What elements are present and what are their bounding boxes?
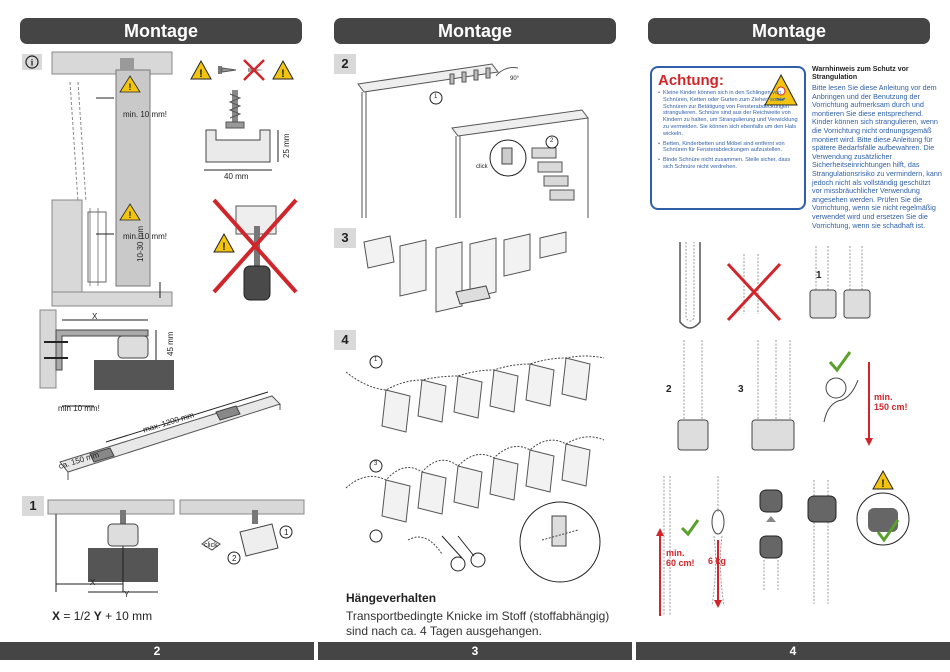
step3-hanger-drawing — [363, 231, 567, 313]
bracket-side-drawing — [39, 309, 174, 407]
chain-loop-drawing — [679, 242, 701, 329]
rail-drawing — [59, 391, 281, 480]
circle1-step4-label: 1 — [374, 357, 378, 363]
height-arrow-150-icon — [865, 362, 873, 446]
chain-guide-3-drawing — [751, 340, 795, 451]
hang-title: Hängeverhalten — [346, 591, 437, 605]
svg-text:!: ! — [281, 68, 285, 80]
chain-hang-drawing — [656, 476, 671, 616]
info-icon: i — [22, 54, 42, 70]
kg6-label: 6 kg — [708, 556, 727, 566]
click-label: click — [204, 542, 218, 549]
no-tie-drawing — [726, 254, 782, 322]
page-number-middle: 3 — [318, 642, 632, 660]
no-screw-icon — [243, 59, 265, 81]
step1-mounting-drawing — [47, 499, 175, 593]
child-reach-drawing — [823, 377, 859, 423]
svg-text:!: ! — [129, 82, 132, 92]
min10-bottom-label: min. 10 mm! — [123, 232, 168, 241]
n3-label: 3 — [738, 384, 744, 395]
n2-label: 2 — [666, 384, 672, 395]
step4-chain-drawing — [345, 355, 605, 583]
warning-box: Achtung: Kleine Kinder können sich in de… — [650, 66, 806, 210]
dim-x-bracket-label: X — [92, 312, 98, 321]
connector-closed-drawing — [807, 480, 837, 604]
warning-item: Betten, Kinderbetten und Möbel sind entf… — [658, 141, 798, 155]
note-body: Bitte lesen Sie diese Anleitung vor dem … — [812, 83, 942, 230]
step-1-badge: 1 — [22, 496, 44, 516]
profile-screw-drawing — [204, 90, 279, 171]
svg-text:!: ! — [222, 241, 226, 253]
min60-label: min. 60 cm! — [666, 548, 695, 568]
svg-text:!: ! — [199, 68, 203, 80]
page-number-right: 4 — [636, 642, 950, 660]
warning-title: Achtung: — [658, 72, 724, 89]
header-right: Montage — [648, 18, 930, 44]
dim-25-label: 25 mm — [282, 133, 291, 158]
min10-top-label: min. 10 mm! — [123, 110, 168, 119]
header-left: Montage — [20, 18, 302, 44]
dim-40-label: 40 mm — [224, 172, 249, 181]
chain-guide-1-drawing — [809, 246, 871, 319]
formula: X = 1/2 Y + 10 mm — [52, 609, 153, 623]
page-number-left: 2 — [0, 642, 314, 660]
caution-icon: ! — [872, 469, 894, 490]
angle-label: 90° — [510, 76, 520, 82]
hang-text: Transportbedingte Knicke im Stoff (stoff… — [346, 609, 610, 638]
checkmark-icon — [828, 351, 852, 373]
step-4-badge: 4 — [334, 330, 356, 350]
screw-icon — [218, 66, 237, 74]
chain-guide-2-drawing — [677, 340, 709, 451]
svg-text:!: ! — [881, 478, 885, 490]
warning-item: Kleine Kinder können sich in den Schling… — [658, 90, 798, 138]
caution-icon: ! — [272, 59, 294, 80]
dim-45-label: 45 mm — [166, 331, 175, 356]
note-title: Warnhinweis zum Schutz vor Strangulation — [812, 66, 909, 81]
connector-assembly-drawing — [759, 489, 783, 590]
click-label-mid: click — [476, 164, 488, 170]
svg-text:!: ! — [129, 210, 132, 220]
step1-click-drawing — [179, 499, 305, 565]
x-label: X — [90, 578, 96, 587]
step-3-badge: 3 — [334, 228, 356, 248]
num2-label: 2 — [232, 554, 237, 563]
min10-bracket-label: min 10 mm! — [58, 404, 100, 413]
weight-connector-drawing — [711, 476, 725, 608]
y-label: Y — [124, 590, 130, 599]
header-middle: Montage — [334, 18, 616, 44]
circle3-step4-label: 3 — [374, 461, 378, 467]
no-drill-drawing: ! — [212, 198, 298, 301]
caution-icon: ! — [190, 59, 212, 80]
connector-detail-drawing — [856, 492, 910, 546]
step-2-badge: 2 — [334, 54, 356, 74]
warning-item: Binde Schnüre nicht zusammen. Stelle sic… — [658, 157, 798, 171]
checkmark-icon — [680, 519, 700, 537]
n1-label: 1 — [816, 270, 822, 281]
min150-label: min. 150 cm! — [874, 392, 908, 412]
circle2-label: 2 — [550, 138, 554, 144]
step2-rail-drawing — [357, 63, 589, 218]
dim-1030-label: 10-30 mm — [136, 225, 145, 262]
svg-text:i: i — [31, 58, 34, 68]
circle1-label: 1 — [434, 94, 438, 100]
warning-list: Kleine Kinder können sich in den Schling… — [658, 90, 798, 174]
num1-label: 1 — [284, 528, 289, 537]
window-recess-drawing: ! ! — [51, 51, 173, 307]
